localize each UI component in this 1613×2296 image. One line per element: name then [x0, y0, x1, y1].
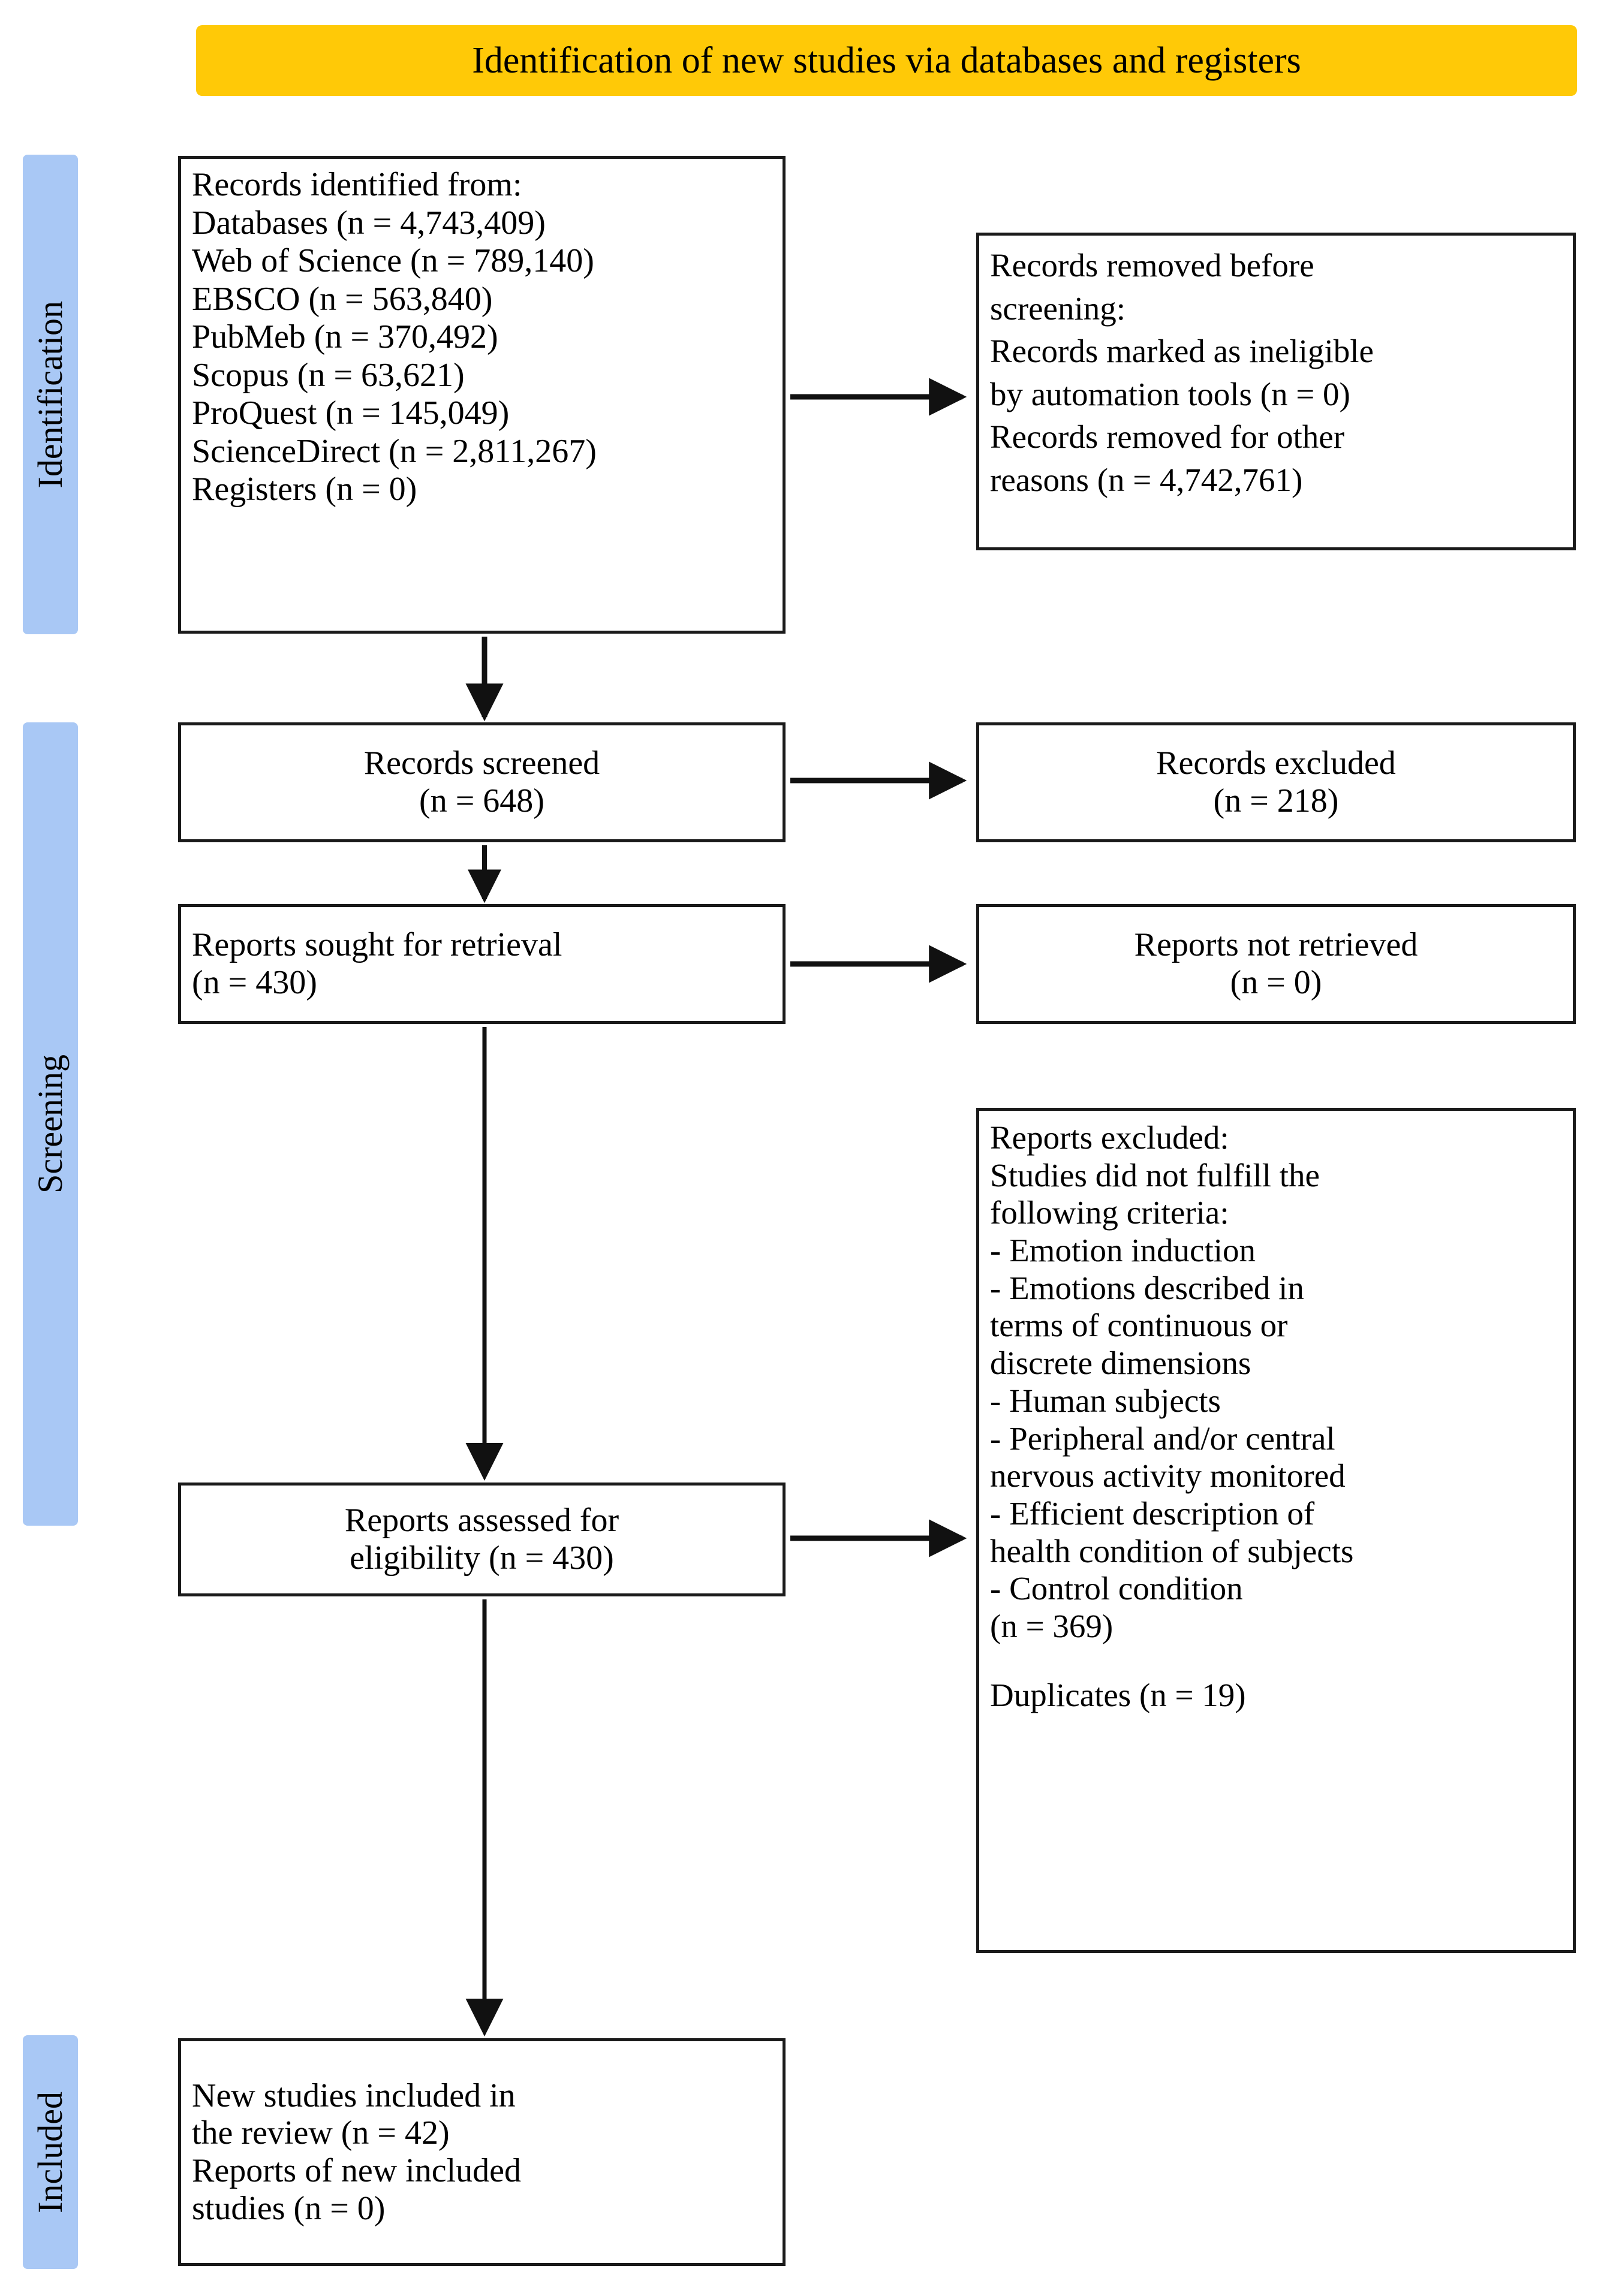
box-line: (n = 218) [1213, 782, 1339, 819]
stage-included-text: Included [31, 2091, 70, 2213]
box-blank-line [990, 1646, 1562, 1677]
box-reports-excluded: Reports excluded: Studies did not fulfil… [976, 1108, 1576, 1953]
box-line: Reports not retrieved [1134, 926, 1418, 964]
box-line: - Human subjects [990, 1382, 1221, 1419]
box-reports-not-retrieved: Reports not retrieved (n = 0) [976, 904, 1576, 1024]
box-line: ProQuest (n = 145,049) [192, 394, 510, 432]
box-line: (n = 430) [192, 964, 317, 1001]
stage-label-identification: Identification [23, 155, 78, 634]
box-line: Reports excluded: [990, 1119, 1229, 1156]
box-line: Records screened [363, 745, 600, 782]
box-line: (n = 369) [990, 1607, 1114, 1644]
box-line: Registers (n = 0) [192, 471, 417, 508]
box-line: Records identified from: [192, 166, 522, 203]
box-line: the review (n = 42) [192, 2114, 450, 2152]
box-line: Records marked as ineligible [990, 333, 1374, 369]
box-line: PubMeb (n = 370,492) [192, 318, 498, 356]
stage-label-included: Included [23, 2035, 78, 2269]
box-line: ScienceDirect (n = 2,811,267) [192, 432, 597, 470]
box-records-removed-before-screening: Records removed before screening: Record… [976, 233, 1576, 550]
box-line: Studies did not fulfill the [990, 1156, 1320, 1194]
box-line: screening: [990, 290, 1126, 327]
box-line: (n = 0) [1230, 964, 1322, 1001]
box-line: nervous activity monitored [990, 1457, 1346, 1494]
box-line: - Control condition [990, 1570, 1243, 1607]
box-reports-sought-for-retrieval: Reports sought for retrieval (n = 430) [178, 904, 786, 1024]
box-records-identified: Records identified from: Databases (n = … [178, 156, 786, 634]
box-line: health condition of subjects [990, 1532, 1354, 1569]
box-line-duplicates: Duplicates (n = 19) [990, 1676, 1246, 1713]
box-line: Reports assessed for [344, 1502, 619, 1539]
box-line: - Emotions described in [990, 1269, 1304, 1306]
box-records-screened: Records screened (n = 648) [178, 722, 786, 842]
box-line: discrete dimensions [990, 1345, 1251, 1382]
box-line: - Emotion induction [990, 1232, 1256, 1269]
box-line: Reports sought for retrieval [192, 926, 562, 964]
box-line: following criteria: [990, 1194, 1229, 1231]
box-line: Scopus (n = 63,621) [192, 356, 465, 394]
box-line: - Efficient description of [990, 1494, 1315, 1532]
box-line: Records excluded [1156, 745, 1396, 782]
box-new-studies-included: New studies included in the review (n = … [178, 2038, 786, 2266]
stage-identification-text: Identification [31, 300, 70, 489]
banner-title: Identification of new studies via databa… [472, 40, 1301, 81]
box-line: Records removed for other [990, 418, 1345, 455]
box-line: (n = 648) [419, 782, 544, 819]
box-line: EBSCO (n = 563,840) [192, 280, 493, 318]
stage-screening-text: Screening [31, 1054, 70, 1194]
box-line: reasons (n = 4,742,761) [990, 461, 1303, 498]
box-line: Databases (n = 4,743,409) [192, 204, 546, 242]
stage-label-screening: Screening [23, 722, 78, 1526]
box-line: - Peripheral and/or central [990, 1420, 1335, 1457]
box-reports-assessed-for-eligibility: Reports assessed for eligibility (n = 43… [178, 1483, 786, 1596]
box-records-excluded: Records excluded (n = 218) [976, 722, 1576, 842]
box-line: Reports of new included [192, 2152, 521, 2189]
header-banner: Identification of new studies via databa… [196, 25, 1577, 96]
box-line: eligibility (n = 430) [350, 1539, 614, 1577]
box-line: terms of continuous or [990, 1307, 1288, 1344]
box-line: studies (n = 0) [192, 2189, 386, 2227]
box-line: Records removed before [990, 247, 1314, 284]
box-line: by automation tools (n = 0) [990, 375, 1350, 412]
box-line: New studies included in [192, 2077, 516, 2114]
box-line: Web of Science (n = 789,140) [192, 242, 594, 280]
